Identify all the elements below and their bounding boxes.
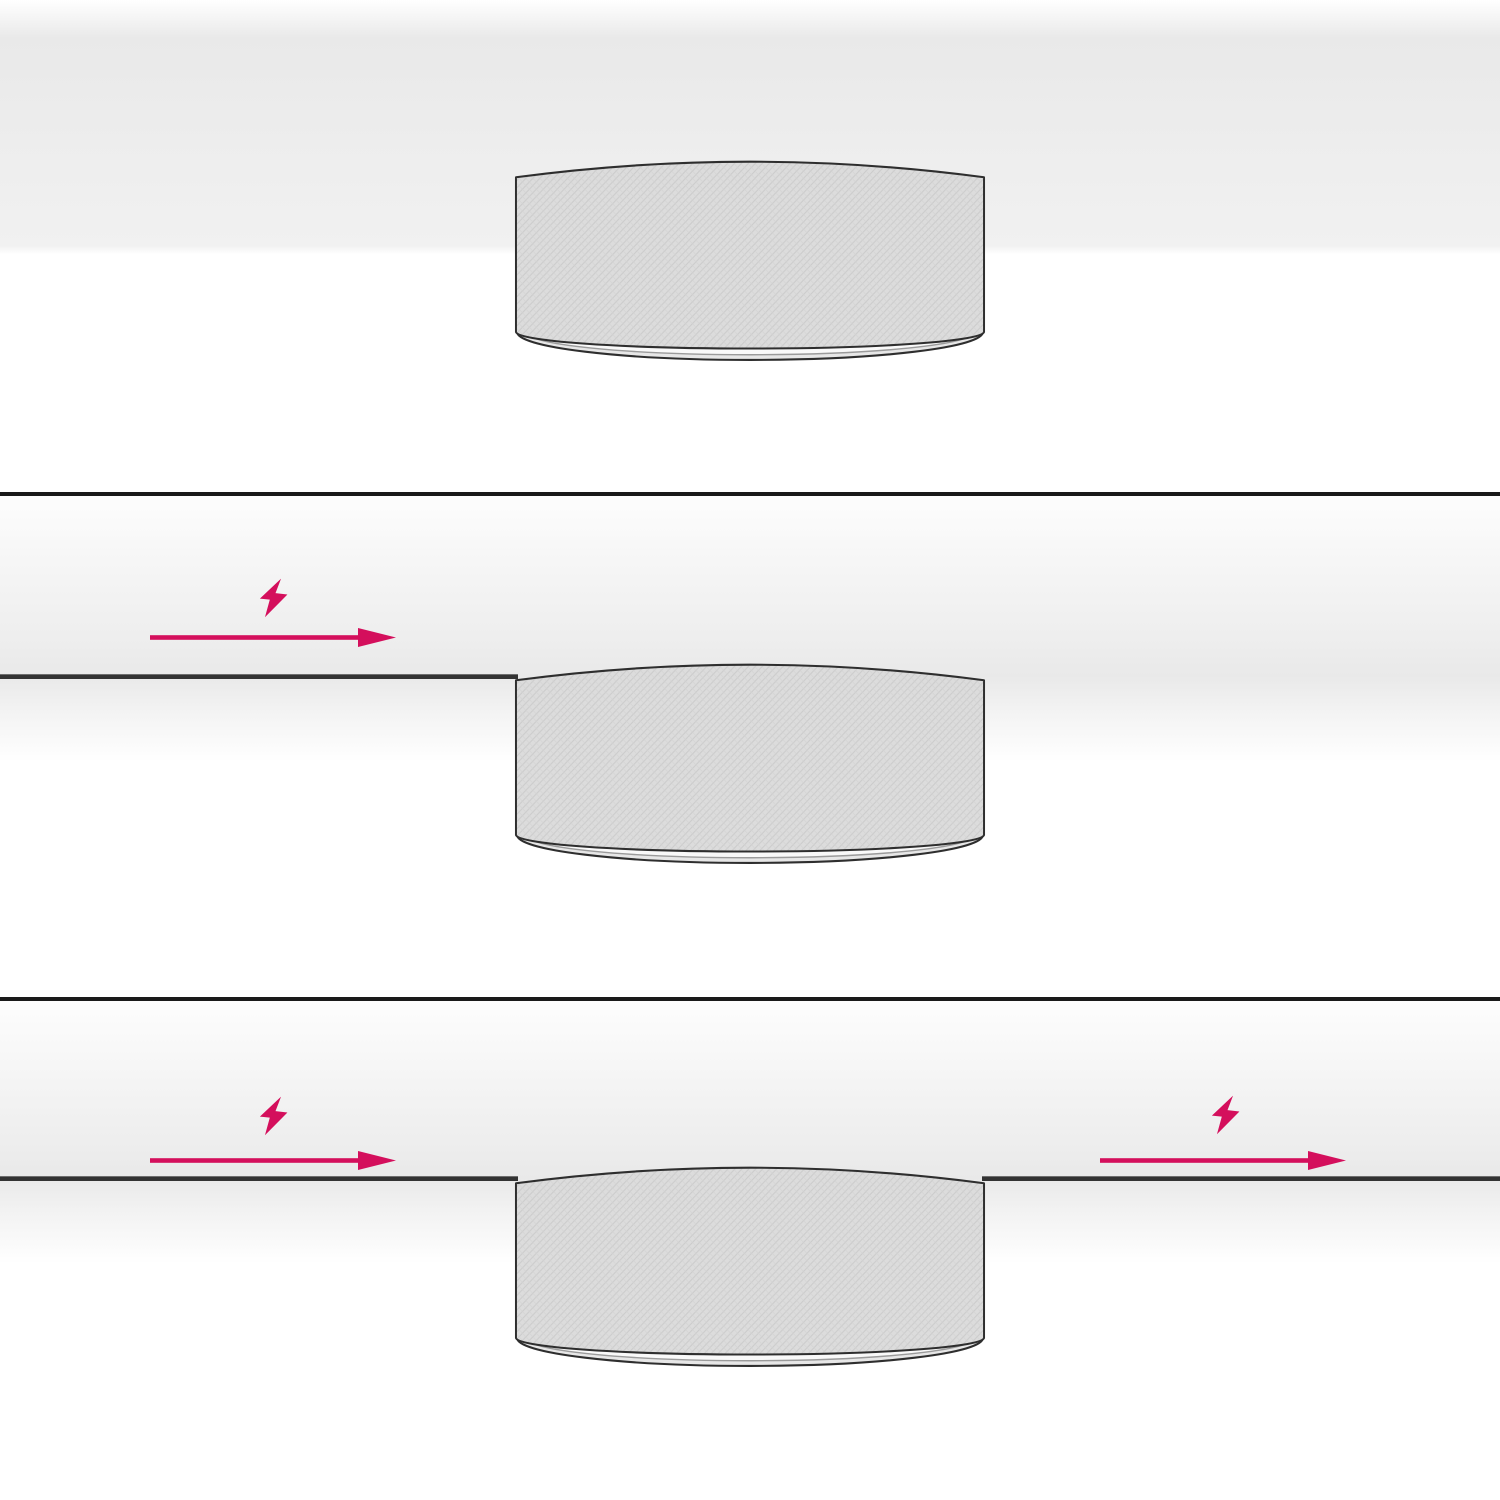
panel-lamp-cable-left	[0, 496, 1500, 997]
lightning-icon	[1209, 1093, 1242, 1137]
row-divider	[0, 492, 1500, 496]
drum-lampshade	[514, 1166, 986, 1367]
drum-lampshade	[514, 663, 986, 864]
arrow-right-icon	[150, 1151, 396, 1170]
arrow-right-icon	[1100, 1151, 1346, 1170]
panel-lamp-cable-through	[0, 1001, 1500, 1500]
panel-lamp-no-cable	[0, 0, 1500, 492]
lightning-icon	[257, 1094, 290, 1138]
power-cable-right	[982, 1176, 1500, 1181]
row-divider	[0, 997, 1500, 1001]
power-cable-left	[0, 674, 518, 679]
lightning-icon	[257, 576, 290, 620]
arrow-right-icon	[150, 628, 396, 647]
drum-lampshade	[514, 160, 986, 361]
power-cable-left	[0, 1176, 518, 1181]
